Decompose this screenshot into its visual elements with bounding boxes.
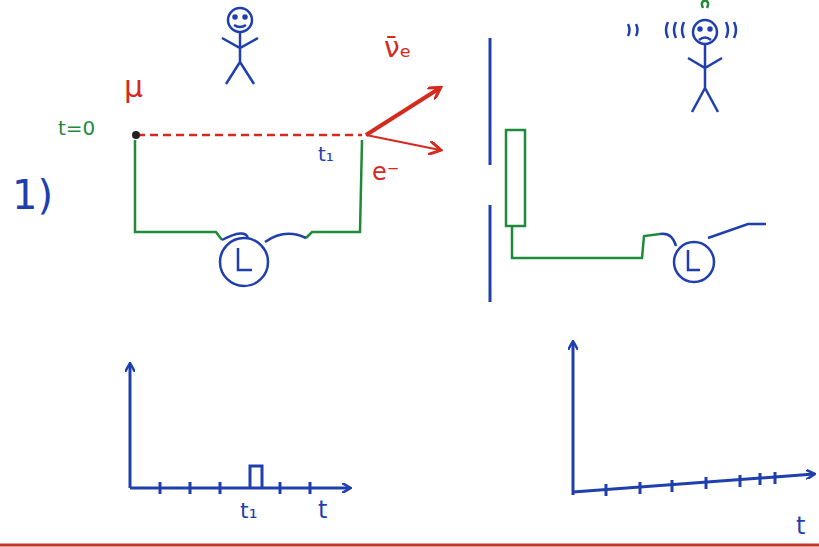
graph-axes (130, 364, 350, 494)
wire (512, 226, 660, 258)
wall (489, 38, 492, 302)
muon-track (137, 134, 362, 137)
electron-arrow (366, 135, 440, 150)
axis-label: t₁ (240, 500, 257, 522)
bottom-rule (0, 544, 819, 547)
clock-symbol (220, 233, 306, 286)
time-label: t=0 (58, 118, 95, 138)
particle-label: μ (124, 72, 143, 102)
axis-label: t (318, 498, 327, 522)
antineutrino-arrow (366, 88, 440, 135)
muon-dot (132, 131, 140, 139)
particle-label: e⁻ (372, 160, 399, 184)
observer-figure (628, 20, 736, 112)
clock-symbol (660, 224, 766, 282)
wire (135, 140, 222, 240)
graph-axes (573, 342, 814, 496)
squiggle (702, 0, 708, 8)
observer-figure (222, 8, 258, 84)
particle-label: ν̄ₑ (384, 34, 411, 62)
detector (506, 130, 525, 226)
time-label: t₁ (318, 144, 334, 164)
item-number: 1) (12, 175, 53, 215)
axis-label: t (796, 514, 805, 538)
wire (306, 140, 362, 238)
